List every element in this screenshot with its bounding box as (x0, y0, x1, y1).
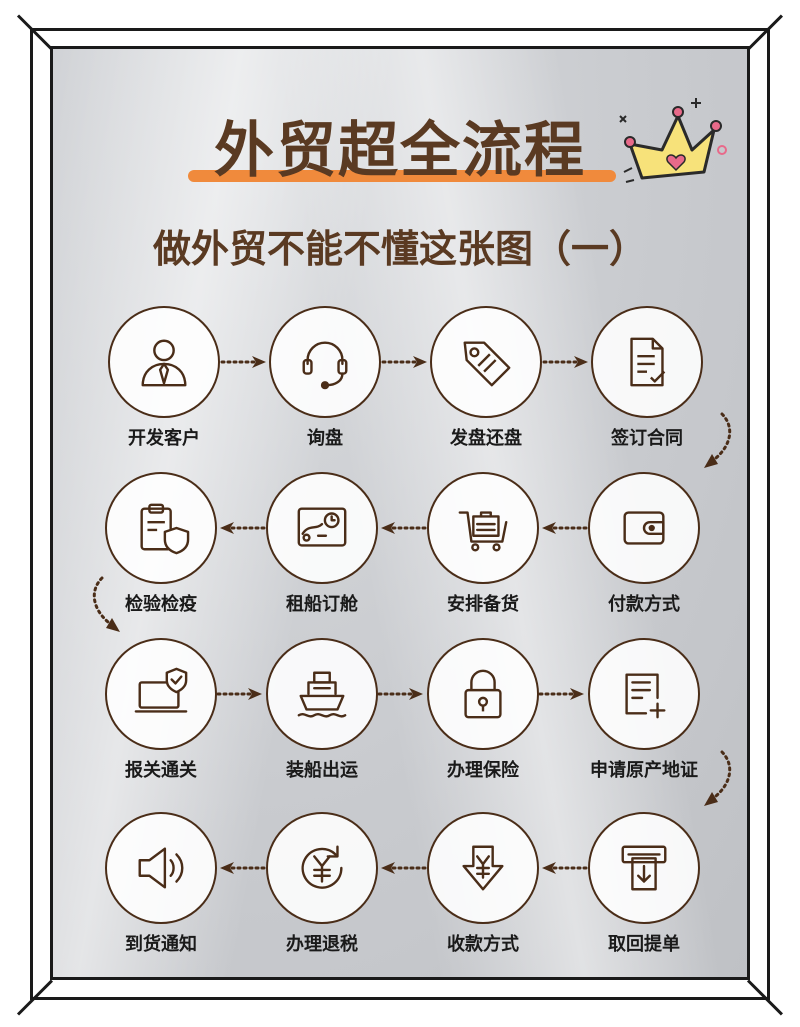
step-label: 询盘 (307, 428, 343, 449)
crown-icon (619, 98, 727, 183)
step-label: 安排备货 (447, 594, 519, 615)
step-label: 申请原产地证 (590, 760, 698, 781)
title-underline (188, 170, 616, 182)
lock-icon (427, 638, 539, 750)
flow-arrow-left (220, 862, 266, 874)
flow-arrow-left (220, 522, 266, 534)
step-label: 办理退税 (286, 934, 358, 955)
user-icon (108, 306, 220, 418)
flow-arrow-right (377, 688, 423, 700)
flow-arrow-right (216, 688, 262, 700)
step-node: 报关通关 (105, 638, 217, 781)
step-label: 检验检疫 (125, 594, 197, 615)
step-node: 到货通知 (105, 812, 217, 955)
flow-arrow-left (542, 522, 588, 534)
wallet-icon (588, 472, 700, 584)
step-label: 发盘还盘 (450, 428, 522, 449)
step-label: 取回提单 (608, 934, 680, 955)
step-node: 申请原产地证 (588, 638, 700, 781)
flow-arrow-right (381, 356, 427, 368)
step-label: 开发客户 (128, 428, 200, 449)
inspection-icon (105, 472, 217, 584)
step-node: 安排备货 (427, 472, 539, 615)
step-node: 取回提单 (588, 812, 700, 955)
step-node: 付款方式 (588, 472, 700, 615)
page-subtitle: 做外贸不能不懂这张图（一） (152, 227, 647, 271)
flow-turn-arrow (92, 576, 120, 632)
step-node: 租船订舱 (266, 472, 378, 615)
step-label: 付款方式 (608, 594, 680, 615)
step-node: 办理保险 (427, 638, 539, 781)
step-label: 到货通知 (125, 934, 197, 955)
step-label: 装船出运 (286, 760, 358, 781)
step-label: 收款方式 (447, 934, 519, 955)
certificate-icon (588, 638, 700, 750)
flow-arrow-right (220, 356, 266, 368)
atm-bill-icon (588, 812, 700, 924)
flow-arrow-right (538, 688, 584, 700)
step-node: 询盘 (269, 306, 381, 449)
speaker-icon (105, 812, 217, 924)
step-label: 办理保险 (447, 760, 519, 781)
outer-frame (30, 28, 770, 1000)
flow-arrow-left (381, 522, 427, 534)
tax-refund-icon (266, 812, 378, 924)
shipping-schedule-icon (266, 472, 378, 584)
step-node: 检验检疫 (105, 472, 217, 615)
flow-arrow-left (542, 862, 588, 874)
headset-icon (269, 306, 381, 418)
step-label: 签订合同 (611, 428, 683, 449)
price-tag-icon (430, 306, 542, 418)
ship-icon (266, 638, 378, 750)
flow-turn-arrow (704, 412, 732, 468)
step-node: 办理退税 (266, 812, 378, 955)
step-node: 收款方式 (427, 812, 539, 955)
step-label: 租船订舱 (286, 594, 358, 615)
flow-arrow-left (381, 862, 427, 874)
step-label: 报关通关 (125, 760, 197, 781)
step-node: 发盘还盘 (430, 306, 542, 449)
receive-yuan-icon (427, 812, 539, 924)
cart-icon (427, 472, 539, 584)
flow-arrow-right (542, 356, 588, 368)
step-node: 装船出运 (266, 638, 378, 781)
step-node: 开发客户 (108, 306, 220, 449)
customs-laptop-icon (105, 638, 217, 750)
page-title: 外贸超全流程 (214, 116, 586, 186)
contract-icon (591, 306, 703, 418)
flow-turn-arrow (704, 750, 732, 806)
step-node: 签订合同 (591, 306, 703, 449)
